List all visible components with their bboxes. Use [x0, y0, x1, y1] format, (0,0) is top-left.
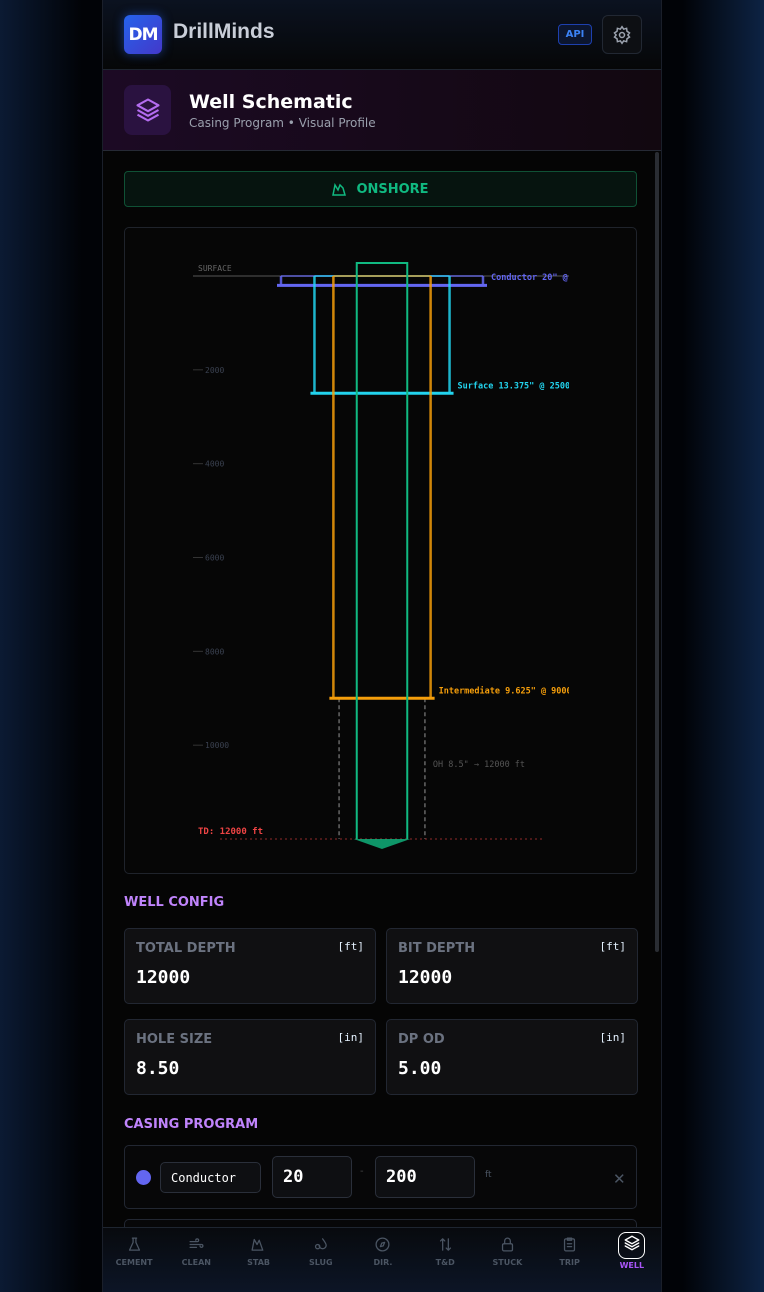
field-value[interactable]: 5.00: [398, 1058, 442, 1079]
close-icon: ✕: [613, 1170, 626, 1188]
nav-label: CLEAN: [181, 1258, 211, 1267]
slug-icon: [315, 1238, 328, 1250]
field-value[interactable]: 12000: [136, 967, 191, 988]
field-unit: [in]: [337, 1031, 365, 1044]
field-unit: [ft]: [599, 940, 627, 953]
page-title: Well Schematic: [189, 91, 353, 113]
nav-item-dir[interactable]: DIR.: [352, 1228, 414, 1292]
nav-item-td[interactable]: T&D: [414, 1228, 476, 1292]
stab-icon: [251, 1238, 264, 1251]
environment-label: ONSHORE: [356, 181, 429, 197]
casing-string: [313, 276, 451, 395]
page-subtitle: Casing Program • Visual Profile: [189, 116, 376, 130]
nav-label: STUCK: [492, 1258, 523, 1267]
depth-tick-label: 10000: [205, 741, 229, 750]
layers-icon: [124, 85, 171, 135]
td-label: TD: 12000 ft: [198, 827, 263, 837]
drill-bit: [353, 839, 411, 849]
dir-icon: [375, 1237, 390, 1252]
environment-toggle[interactable]: ONSHORE: [124, 171, 637, 207]
nav-label: STAB: [247, 1258, 270, 1267]
page-header: Well Schematic Casing Program • Visual P…: [103, 70, 661, 151]
field-unit: [ft]: [337, 940, 365, 953]
nav-label: SLUG: [308, 1258, 333, 1267]
casing-depth-input[interactable]: 200: [375, 1156, 475, 1198]
depth-unit: ft: [485, 1170, 492, 1180]
mountain-icon: [332, 182, 347, 196]
remove-casing-button[interactable]: ✕: [613, 1170, 626, 1188]
field-unit: [in]: [599, 1031, 627, 1044]
top-bar: DM DrillMinds API: [103, 0, 661, 70]
depth-tick-label: 6000: [205, 554, 224, 563]
nav-label: TRIP: [559, 1258, 580, 1267]
casing-program-title: CASING PROGRAM: [124, 1117, 259, 1132]
config-field[interactable]: TOTAL DEPTH [ft] 12000: [124, 928, 376, 1004]
schematic-svg: SURFACE 2000 4000 6000 8000 10000 OH 8.5" → 12…: [193, 262, 604, 849]
casing-row: Conductor 20 - 200 ft ✕: [124, 1145, 637, 1209]
trip-icon: [564, 1237, 576, 1252]
casing-string: [332, 276, 432, 700]
nav-item-cement[interactable]: CEMENT: [103, 1228, 165, 1292]
casing-od-input[interactable]: 20: [272, 1156, 352, 1198]
casing-label: Conductor 20" @ 200 ft: [491, 273, 604, 283]
bottom-nav: CEMENT CLEAN STAB SLUG DIR. T&D STUCK TRIP WELL: [103, 1227, 661, 1292]
scrollbar[interactable]: [655, 152, 659, 952]
nav-label: DIR.: [373, 1258, 393, 1267]
depth-tick-label: 8000: [205, 647, 224, 656]
depth-tick-label: 4000: [205, 460, 224, 469]
casing-label: Surface 13.375" @ 2500 ft: [458, 381, 586, 391]
nav-item-trip[interactable]: TRIP: [539, 1228, 601, 1292]
api-button[interactable]: API: [558, 24, 592, 45]
nav-item-well[interactable]: WELL: [601, 1228, 661, 1292]
nav-label: CEMENT: [115, 1258, 153, 1267]
well-schematic: SURFACE 2000 4000 6000 8000 10000 OH 8.5" → 12…: [124, 227, 637, 874]
drill-pipe: [355, 262, 409, 839]
nav-item-stuck[interactable]: STUCK: [476, 1228, 538, 1292]
stuck-icon: [501, 1237, 514, 1252]
surface-label: SURFACE: [198, 264, 232, 273]
app-panel: DM DrillMinds API Well Schematic Casing …: [102, 0, 662, 1292]
nav-item-slug[interactable]: SLUG: [290, 1228, 352, 1292]
field-label: HOLE SIZE: [136, 1032, 213, 1047]
field-label: DP OD: [398, 1032, 445, 1047]
depth-tick-label: 2000: [205, 366, 224, 375]
brand-name: DrillMinds: [173, 20, 275, 43]
logo: DM: [124, 15, 162, 54]
casing-label: Intermediate 9.625" @ 9000 ft: [439, 685, 587, 696]
nav-item-clean[interactable]: CLEAN: [165, 1228, 227, 1292]
field-label: TOTAL DEPTH: [136, 941, 236, 956]
well-config-title: WELL CONFIG: [124, 895, 225, 910]
background-left: [0, 0, 102, 1292]
td-icon: [439, 1238, 451, 1251]
casing-name-input[interactable]: Conductor: [160, 1162, 261, 1193]
schematic-clip: SURFACE 2000 4000 6000 8000 10000 OH 8.5" → 12…: [193, 262, 604, 849]
field-value[interactable]: 12000: [398, 967, 453, 988]
open-hole-label: OH 8.5" → 12000 ft: [433, 760, 525, 770]
casing-color-dot: [136, 1170, 151, 1185]
config-field[interactable]: DP OD [in] 5.00: [386, 1019, 638, 1095]
cement-icon: [128, 1237, 140, 1251]
nav-label: T&D: [435, 1258, 455, 1267]
settings-button[interactable]: [602, 15, 642, 54]
gear-icon: [613, 24, 631, 45]
nav-item-stab[interactable]: STAB: [227, 1228, 289, 1292]
well-icon: [624, 1235, 640, 1251]
field-value[interactable]: 8.50: [136, 1058, 180, 1079]
config-field[interactable]: HOLE SIZE [in] 8.50: [124, 1019, 376, 1095]
config-field[interactable]: BIT DEPTH [ft] 12000: [386, 928, 638, 1004]
field-label: BIT DEPTH: [398, 941, 476, 956]
background-right: [662, 0, 764, 1292]
separator: -: [360, 1166, 364, 1177]
nav-label: WELL: [619, 1261, 645, 1270]
clean-icon: [189, 1238, 204, 1248]
